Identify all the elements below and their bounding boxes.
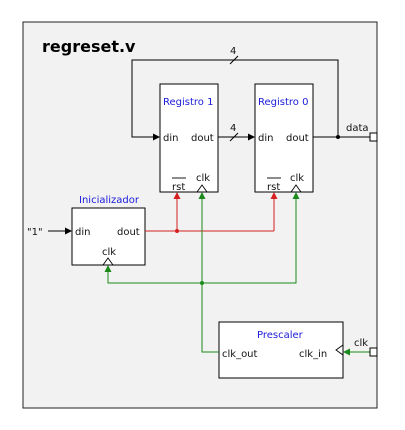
initializer-din-label: din <box>75 227 90 238</box>
register-0-rst-label: rst <box>267 182 280 193</box>
data-output-label: data <box>346 123 369 134</box>
initializer-clock-marker <box>102 257 114 266</box>
prescaler-title: Prescaler <box>257 330 304 341</box>
register-0-dout-label: dout <box>286 133 309 144</box>
arrow-reg0-din <box>248 133 255 141</box>
register-1-rst-label: rst <box>172 182 185 193</box>
bus-width-label-mid: 4 <box>230 123 236 134</box>
initializer-block[interactable]: Inicializador din dout clk <box>71 195 146 266</box>
prescaler-block[interactable]: Prescaler clk_out clk_in <box>218 321 344 379</box>
register-0-din-label: din <box>258 133 273 144</box>
arrow-reg1-rst <box>173 192 181 199</box>
junction-dot <box>175 229 179 233</box>
prescaler-clock-marker <box>335 344 344 356</box>
register-1-title: Registro 1 <box>163 97 213 108</box>
arrow-reg1-din <box>153 133 160 141</box>
register-0-block[interactable]: Registro 0 din dout rst clk <box>254 83 314 193</box>
module-title: regreset.v <box>42 37 136 56</box>
register-0-clock-marker <box>290 184 302 193</box>
register-1-clock-marker <box>196 184 208 193</box>
arrow-init-clk <box>104 265 112 272</box>
clock-input-label: clk <box>354 338 368 349</box>
junction-dot <box>200 281 204 285</box>
bus-width-slash <box>229 55 239 65</box>
initializer-clk-label: clk <box>102 247 116 258</box>
arrow-reg0-clk <box>292 192 300 199</box>
junction-dot <box>336 135 340 139</box>
register-1-block[interactable]: Registro 1 din dout rst clk <box>159 83 219 193</box>
clock-input-port[interactable] <box>369 347 378 357</box>
feedback-bus <box>131 59 339 138</box>
arrow-init-din <box>65 227 72 235</box>
arrow-prescaler-clk-in <box>343 348 350 356</box>
arrow-reg1-clk <box>198 192 206 199</box>
bus-width-slash <box>229 132 239 142</box>
reset-wires <box>145 198 275 232</box>
prescaler-clk-out-label: clk_out <box>222 349 258 360</box>
data-output-port[interactable] <box>369 132 378 142</box>
register-0-clk-label: clk <box>290 173 304 184</box>
register-1-clk-label: clk <box>196 173 210 184</box>
initializer-dout-label: dout <box>117 227 140 238</box>
prescaler-clk-in-label: clk_in <box>299 349 327 360</box>
register-1-dout-label: dout <box>191 133 214 144</box>
register-0-title: Registro 0 <box>258 97 308 108</box>
register-1-din-label: din <box>163 133 178 144</box>
const-input-label: "1" <box>27 227 43 238</box>
bus-width-label-top: 4 <box>230 46 236 57</box>
initializer-title: Inicializador <box>79 195 140 206</box>
arrow-reg0-rst <box>270 192 278 199</box>
